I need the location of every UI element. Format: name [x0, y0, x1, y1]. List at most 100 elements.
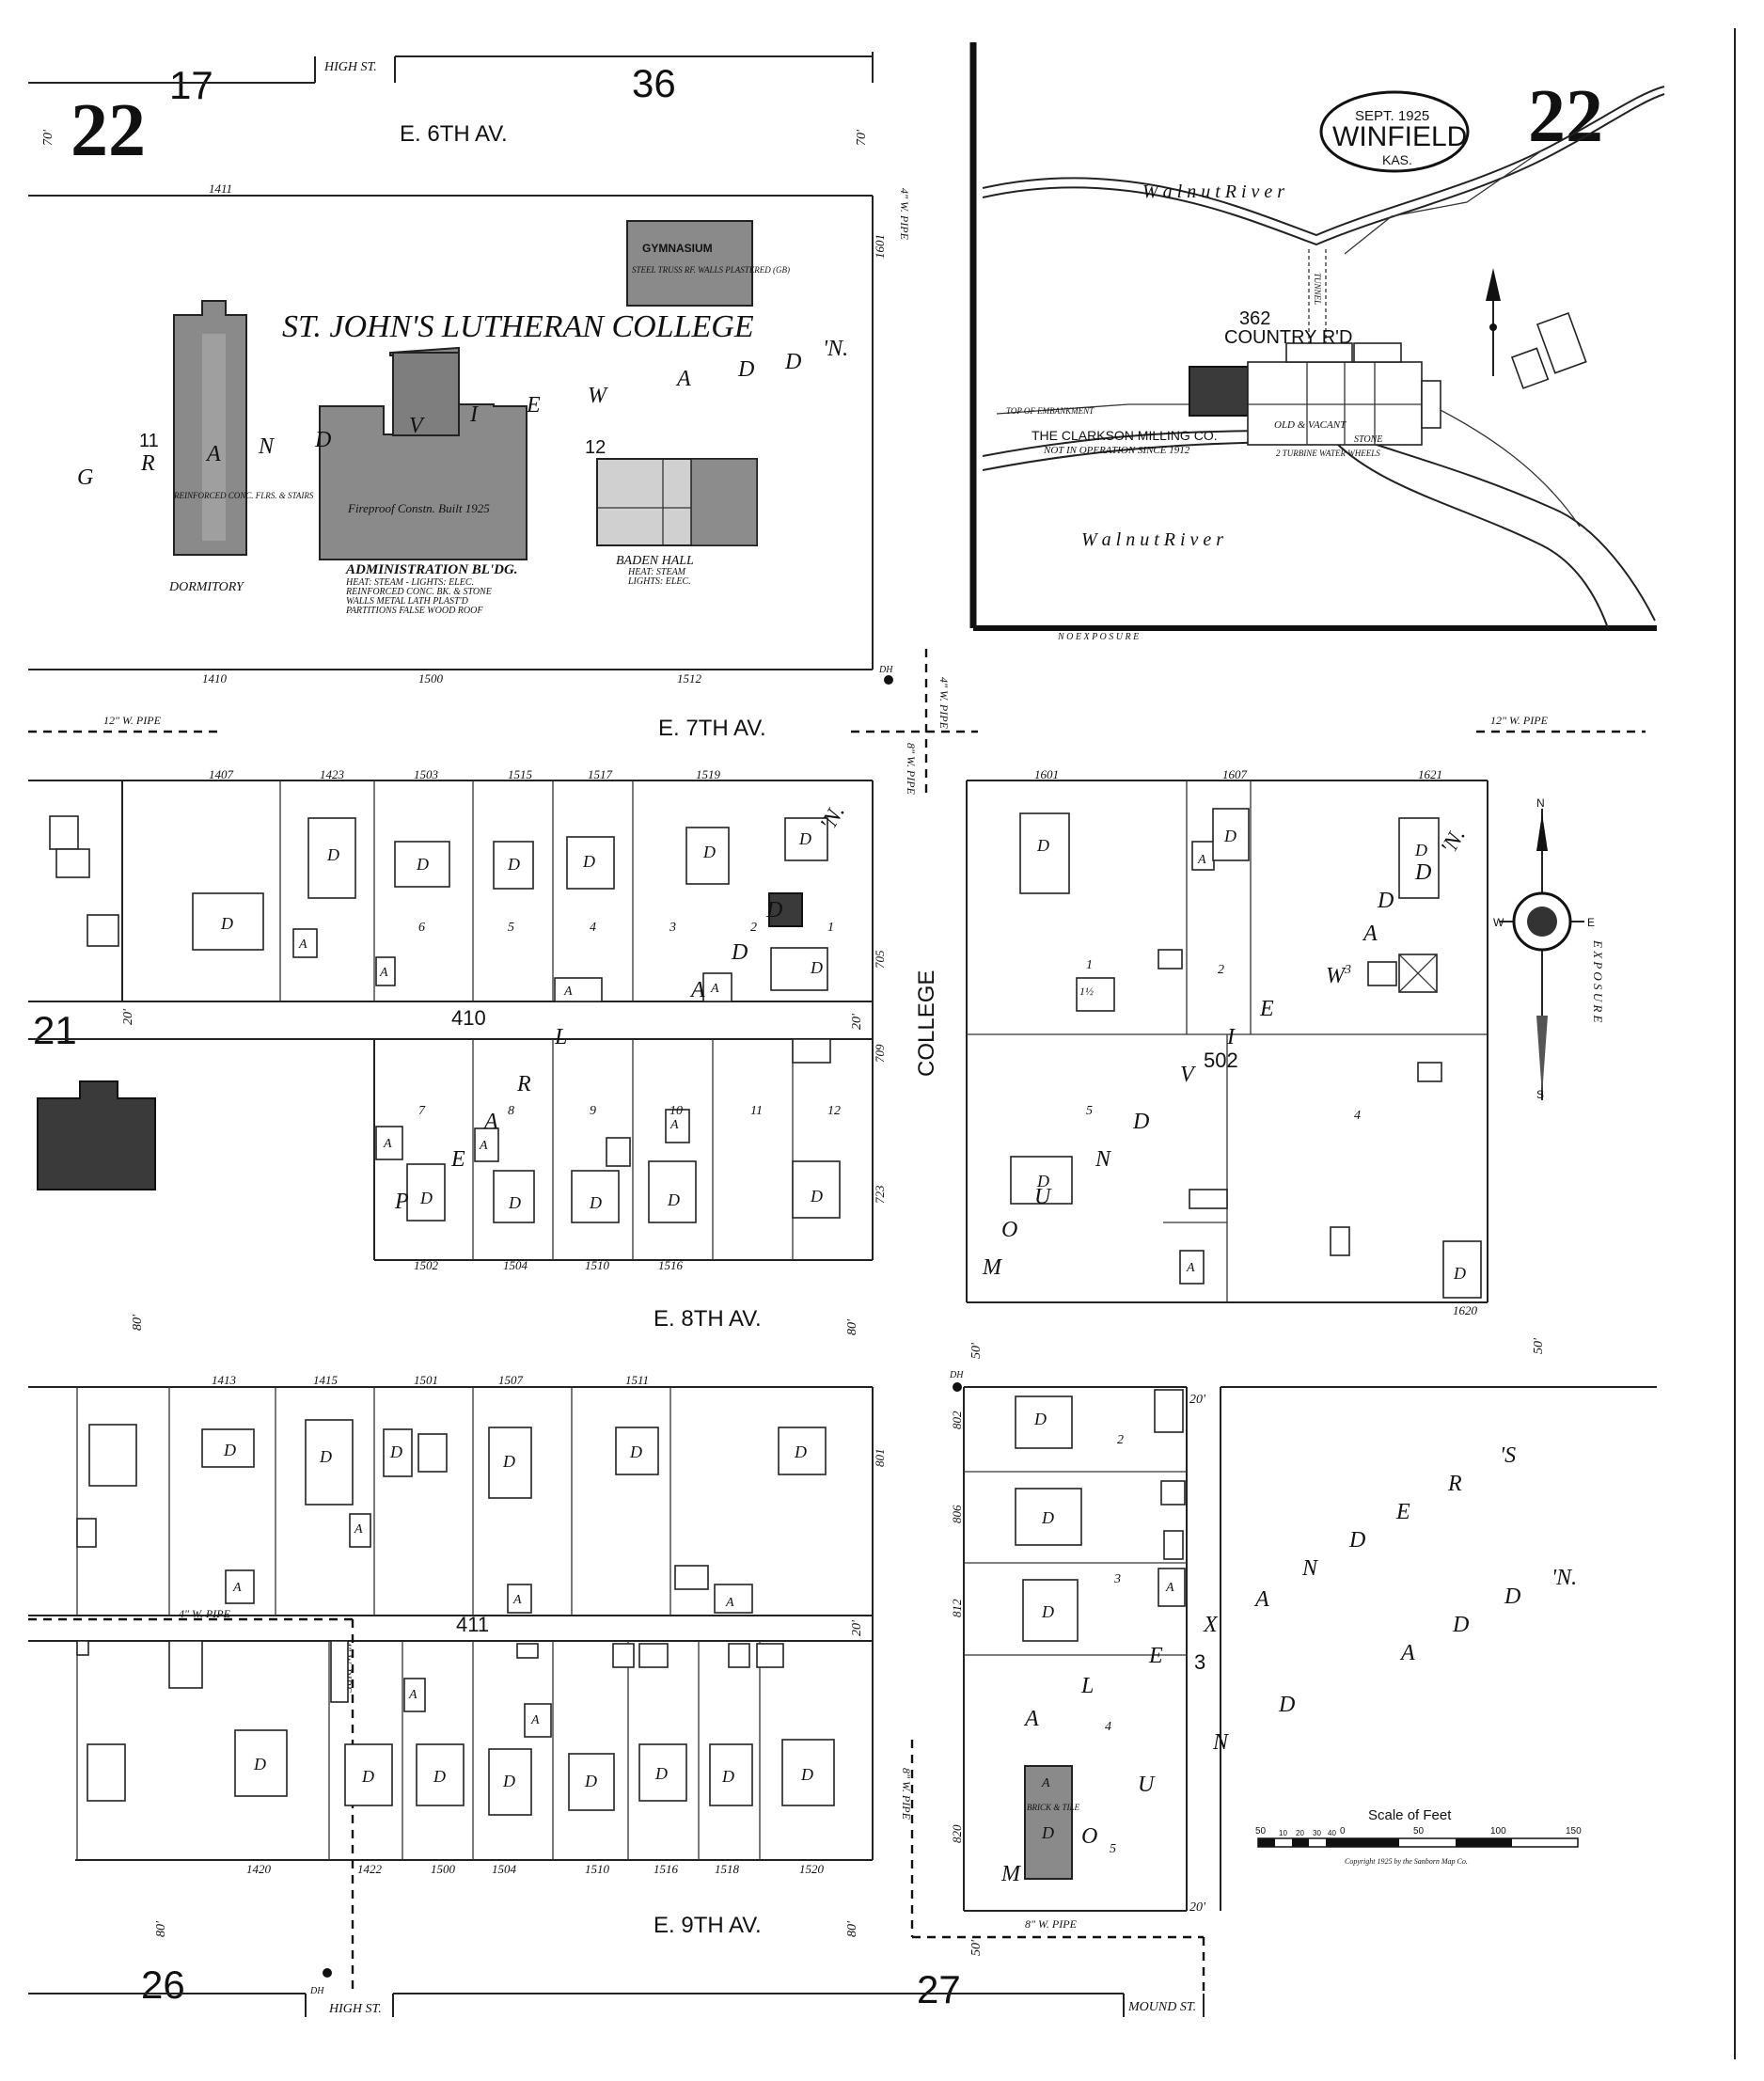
pearl-letter-a2: A [689, 978, 705, 1002]
brick-tile-label: BRICK & TILE [1027, 1803, 1080, 1812]
dwelling [1212, 808, 1250, 861]
moundview-d2: D [1377, 889, 1394, 913]
block-12-label: 12 [585, 437, 606, 458]
addr-1420: 1420 [246, 1862, 272, 1876]
mound-n: N [1212, 1730, 1230, 1755]
addr-1510: 1510 [585, 1258, 610, 1272]
dwelling [307, 817, 356, 899]
moundview-v: V [1180, 1063, 1196, 1087]
lot-11: 11 [750, 1104, 763, 1118]
width-80-8a: 80' [131, 1314, 145, 1331]
pipe-8-vertical: 8" W. PIPE [900, 1768, 913, 1821]
lot-1: 1 [827, 921, 834, 935]
baden-hall-label: BADEN HALL [616, 554, 694, 568]
auto-label: A [232, 1581, 242, 1595]
walnut-river-south-bank [982, 440, 1609, 629]
adjacent-sheet-27: 27 [917, 1967, 961, 2011]
dwelling-label: D [1453, 1264, 1466, 1283]
mill-dark-building [1189, 366, 1249, 417]
addr-1504b: 1504 [492, 1862, 517, 1876]
dwelling [615, 1427, 659, 1475]
sheet-number-right: 22 [1528, 75, 1603, 158]
mound-d: D [1278, 1693, 1295, 1717]
moundview-i: I [1226, 1025, 1236, 1049]
country-rd: COUNTRY R'D [1224, 327, 1352, 348]
dwelling [784, 817, 828, 861]
width-70-left: 70' [41, 129, 55, 146]
dwelling [781, 1739, 835, 1806]
width-20-411: 20' [850, 1619, 864, 1636]
mill-name: THE CLARKSON MILLING CO. [1032, 428, 1218, 443]
alex-e: E [1148, 1644, 1163, 1668]
dwelling-label: D [253, 1755, 266, 1774]
lot-502-4: 4 [1354, 1109, 1361, 1123]
dwelling-label: D [721, 1767, 734, 1786]
width-20-410r: 20' [850, 1013, 864, 1030]
width-50-9: 50' [969, 1939, 984, 1956]
old-vacant: OLD & VACANT [1274, 419, 1347, 431]
block-502-label: 502 [1204, 1048, 1238, 1072]
pipe-8-college: 8" W. PIPE [905, 743, 918, 796]
moundview-n: N [1095, 1147, 1112, 1172]
auto-label: A [725, 1596, 734, 1610]
grandview-letter-w: W [588, 384, 608, 408]
mill-note: NOT IN OPERATION SINCE 1912 [1043, 445, 1190, 456]
block-362: 362 [1239, 308, 1270, 329]
width-20-410: 20' [121, 1008, 135, 1025]
auto-label: A [1041, 1776, 1050, 1790]
lot-5: 5 [508, 921, 514, 935]
scale-copyright: Copyright 1925 by the Sanborn Map Co. [1345, 1857, 1468, 1866]
lot-6: 6 [418, 921, 425, 935]
dwelling [1015, 1488, 1082, 1546]
exposure-right: E X P O S U R E [1591, 939, 1605, 1023]
width-20-3b: 20' [1189, 1900, 1206, 1915]
scale-tick-4: 40 [1328, 1829, 1336, 1837]
dwelling-label: D [629, 1443, 642, 1461]
lot-502-2: 2 [1218, 963, 1224, 977]
grandview-letter-a: A [205, 442, 221, 466]
addr-1620: 1620 [1453, 1303, 1478, 1317]
dwelling [1442, 1240, 1482, 1299]
dwelling-label: D [1041, 1508, 1054, 1527]
addr-1515: 1515 [508, 767, 533, 781]
pipe-12-left: 12" W. PIPE [103, 714, 162, 727]
mound-o: O [1081, 1824, 1097, 1849]
addr-1503: 1503 [414, 767, 439, 781]
alex-l: L [1080, 1674, 1094, 1698]
turbine-label: 2 TURBINE WATER WHEELS [1276, 449, 1380, 458]
alex-add-a: A [1399, 1641, 1415, 1665]
hydrant-label-high: DH [309, 1986, 324, 1996]
addr-1410: 1410 [202, 671, 228, 686]
dwelling-label: D [810, 958, 823, 977]
pearl-letter-d2: D [765, 898, 782, 922]
auto-label: A [1165, 1581, 1174, 1595]
street-high-top: HIGH ST. [323, 60, 377, 74]
dwelling-label: D [319, 1447, 332, 1466]
addr-1504: 1504 [503, 1258, 528, 1272]
addr-1423: 1423 [320, 767, 345, 781]
sheet-number-left: 22 [71, 89, 146, 172]
title-cartouche [1319, 90, 1470, 173]
auto-label: A [512, 1593, 522, 1607]
lot-502-5: 5 [1086, 1104, 1093, 1118]
college-name: ST. JOHN'S LUTHERAN COLLEGE [282, 309, 754, 344]
scale-tick-8: 150 [1566, 1826, 1582, 1837]
dwelling [1015, 1395, 1073, 1449]
pipe-12-right: 12" W. PIPE [1490, 714, 1549, 727]
scale-tick-5: 0 [1340, 1826, 1346, 1837]
addr-709: 709 [873, 1044, 887, 1063]
auto-label: A [530, 1713, 540, 1727]
lot-b3-2: 2 [1117, 1433, 1124, 1447]
hydrant-label-8th: DH [949, 1370, 964, 1380]
auto-label: A [710, 982, 719, 996]
pipe-8-bottom: 8" W. PIPE [1025, 1917, 1078, 1931]
fire-hydrant-high [323, 1968, 332, 1978]
dwelling [488, 1748, 532, 1816]
addr-806: 806 [950, 1505, 964, 1523]
dwelling [394, 841, 450, 888]
grandview-letter-a2: A [675, 367, 691, 391]
addr-1516: 1516 [658, 1258, 684, 1272]
addr-802: 802 [950, 1411, 964, 1429]
dwelling-label: D [589, 1193, 602, 1212]
dwelling-label: D [1223, 827, 1236, 845]
